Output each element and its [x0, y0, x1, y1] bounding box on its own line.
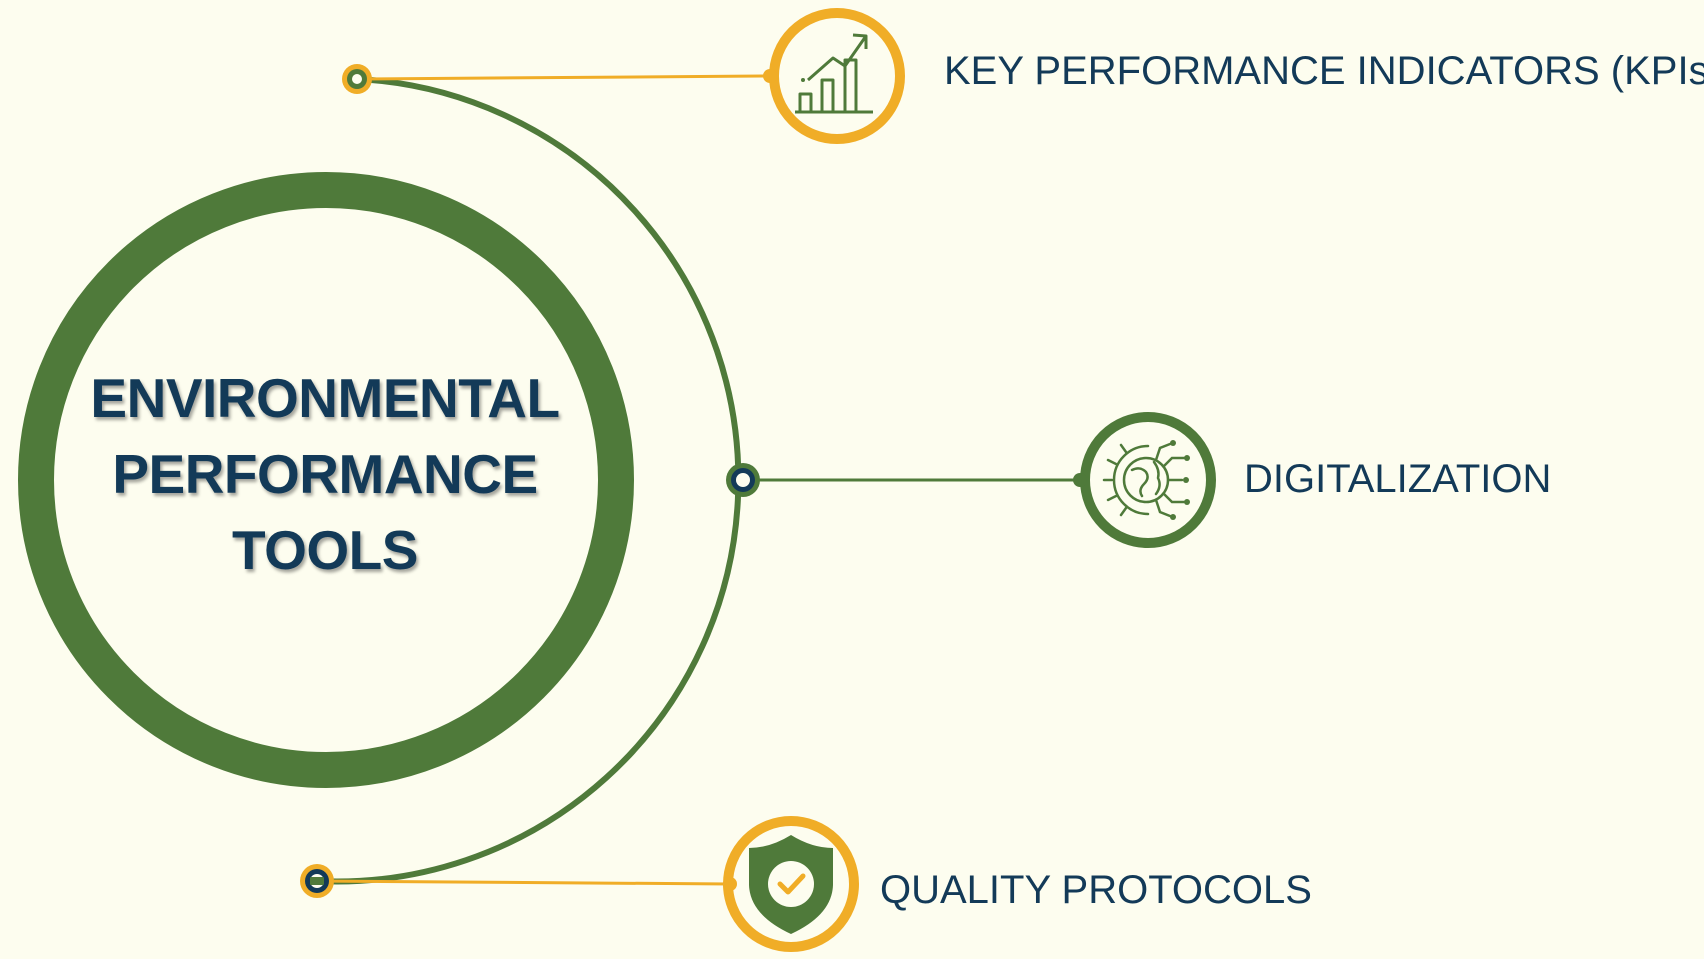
- digital-globe-gear-icon: [1073, 412, 1216, 548]
- node-dot-kpi: [342, 64, 372, 94]
- label-quality-protocols: QUALITY PROTOCOLS: [880, 868, 1312, 912]
- connector-line-kpi: [356, 74, 771, 81]
- label-digitalization: DIGITALIZATION: [1244, 457, 1552, 501]
- central-title-line-2: PERFORMANCE: [112, 443, 538, 505]
- central-ring: [18, 172, 634, 788]
- central-title: ENVIRONMENTAL PERFORMANCE TOOLS: [60, 360, 590, 588]
- shield-check-icon: [723, 816, 859, 952]
- connector-line-quality: [316, 879, 731, 886]
- label-kpi: KEY PERFORMANCE INDICATORS (KPIs): [944, 49, 1704, 93]
- connecting-arc: [316, 76, 742, 885]
- central-title-line-3: TOOLS: [232, 519, 418, 581]
- node-dot-quality: [300, 864, 334, 898]
- bar-chart-growth-icon: [763, 8, 905, 144]
- node-dot-digitalization: [726, 463, 760, 497]
- central-title-line-1: ENVIRONMENTAL: [90, 367, 560, 429]
